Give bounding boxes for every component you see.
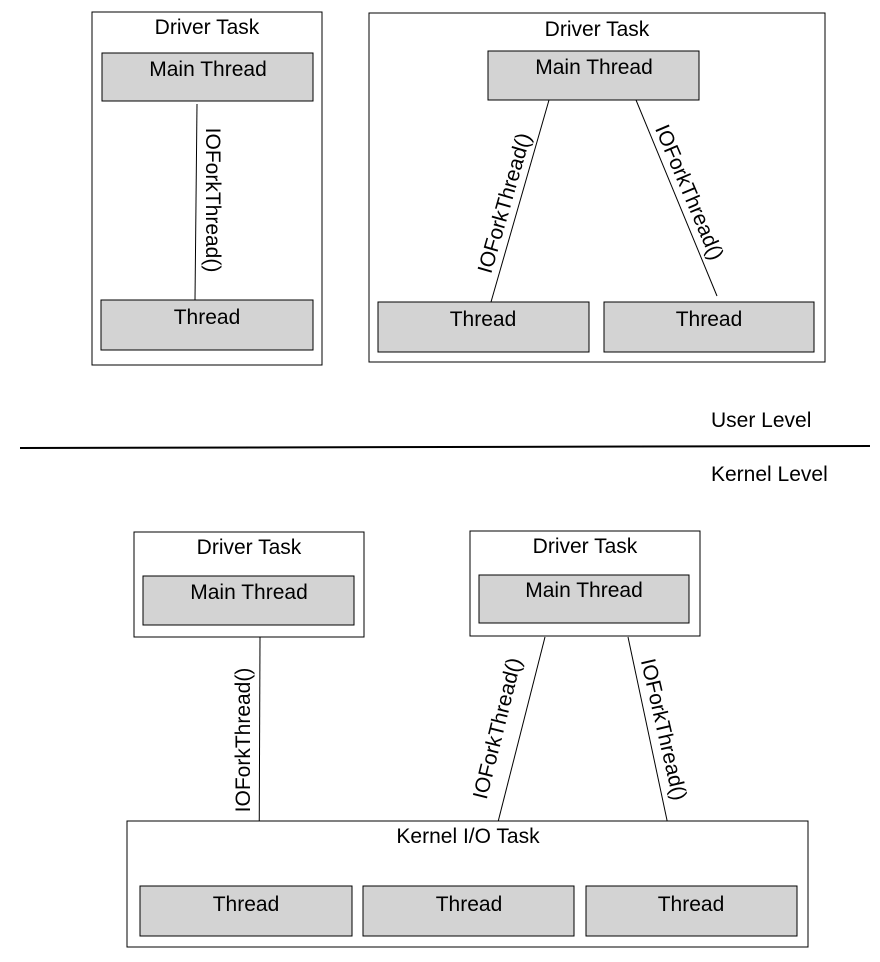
user-left-fork-label: IOForkThread()	[201, 128, 224, 273]
user-level-label: User Level	[711, 409, 811, 432]
kernel-right-main-thread-label: Main Thread	[525, 579, 643, 602]
kernel-io-thread-2-box	[362, 885, 575, 937]
user-right-thread-left-box	[377, 301, 590, 353]
kernel-io-thread-3-box	[585, 885, 798, 937]
user-right-fork-edge-right	[635, 99, 718, 297]
user-left-fork-edge	[194, 103, 198, 301]
kernel-left-fork-label: IOForkThread()	[232, 668, 255, 813]
user-right-main-thread-label: Main Thread	[535, 56, 653, 79]
kernel-level-label: Kernel Level	[711, 463, 828, 486]
user-left-thread-label: Thread	[174, 306, 241, 329]
kernel-io-task-title: Kernel I/O Task	[396, 825, 540, 848]
kernel-right-driver-task-title: Driver Task	[533, 535, 638, 558]
kernel-io-thread-2-label: Thread	[436, 893, 503, 916]
user-right-thread-right-box	[603, 301, 815, 353]
kernel-right-fork-label-left: IOForkThread()	[469, 655, 526, 801]
user-left-driver-task: Driver Task Main Thread IOForkThread() T…	[91, 11, 323, 366]
user-right-fork-edge-left	[490, 99, 550, 303]
user-left-thread-box	[100, 299, 314, 351]
kernel-io-thread-1-label: Thread	[213, 893, 280, 916]
user-left-driver-task-title: Driver Task	[155, 16, 260, 39]
kernel-io-thread-3-label: Thread	[658, 893, 725, 916]
user-right-driver-task: Driver Task Main Thread IOForkThread() I…	[368, 12, 826, 363]
kernel-io-thread-1-box	[139, 885, 353, 937]
user-right-thread-left-label: Thread	[450, 308, 517, 331]
user-right-thread-right-label: Thread	[676, 308, 743, 331]
kernel-left-driver-task: Driver Task Main Thread IOForkThread()	[133, 531, 365, 886]
kernel-left-main-thread-label: Main Thread	[190, 581, 308, 604]
kernel-left-driver-task-title: Driver Task	[197, 536, 302, 559]
kernel-left-main-thread-box	[142, 575, 355, 626]
kernel-right-fork-label-right: IOForkThread()	[636, 656, 691, 802]
user-right-driver-task-title: Driver Task	[545, 18, 650, 41]
user-left-main-thread-label: Main Thread	[149, 58, 267, 81]
user-right-main-thread-box	[487, 50, 700, 101]
level-divider	[19, 445, 871, 449]
kernel-right-driver-task: Driver Task Main Thread IOForkThread() I…	[469, 530, 701, 887]
user-left-main-thread-box	[101, 52, 314, 102]
kernel-right-main-thread-box	[478, 574, 690, 624]
kernel-io-task: Kernel I/O Task Thread Thread Thread	[126, 820, 809, 948]
